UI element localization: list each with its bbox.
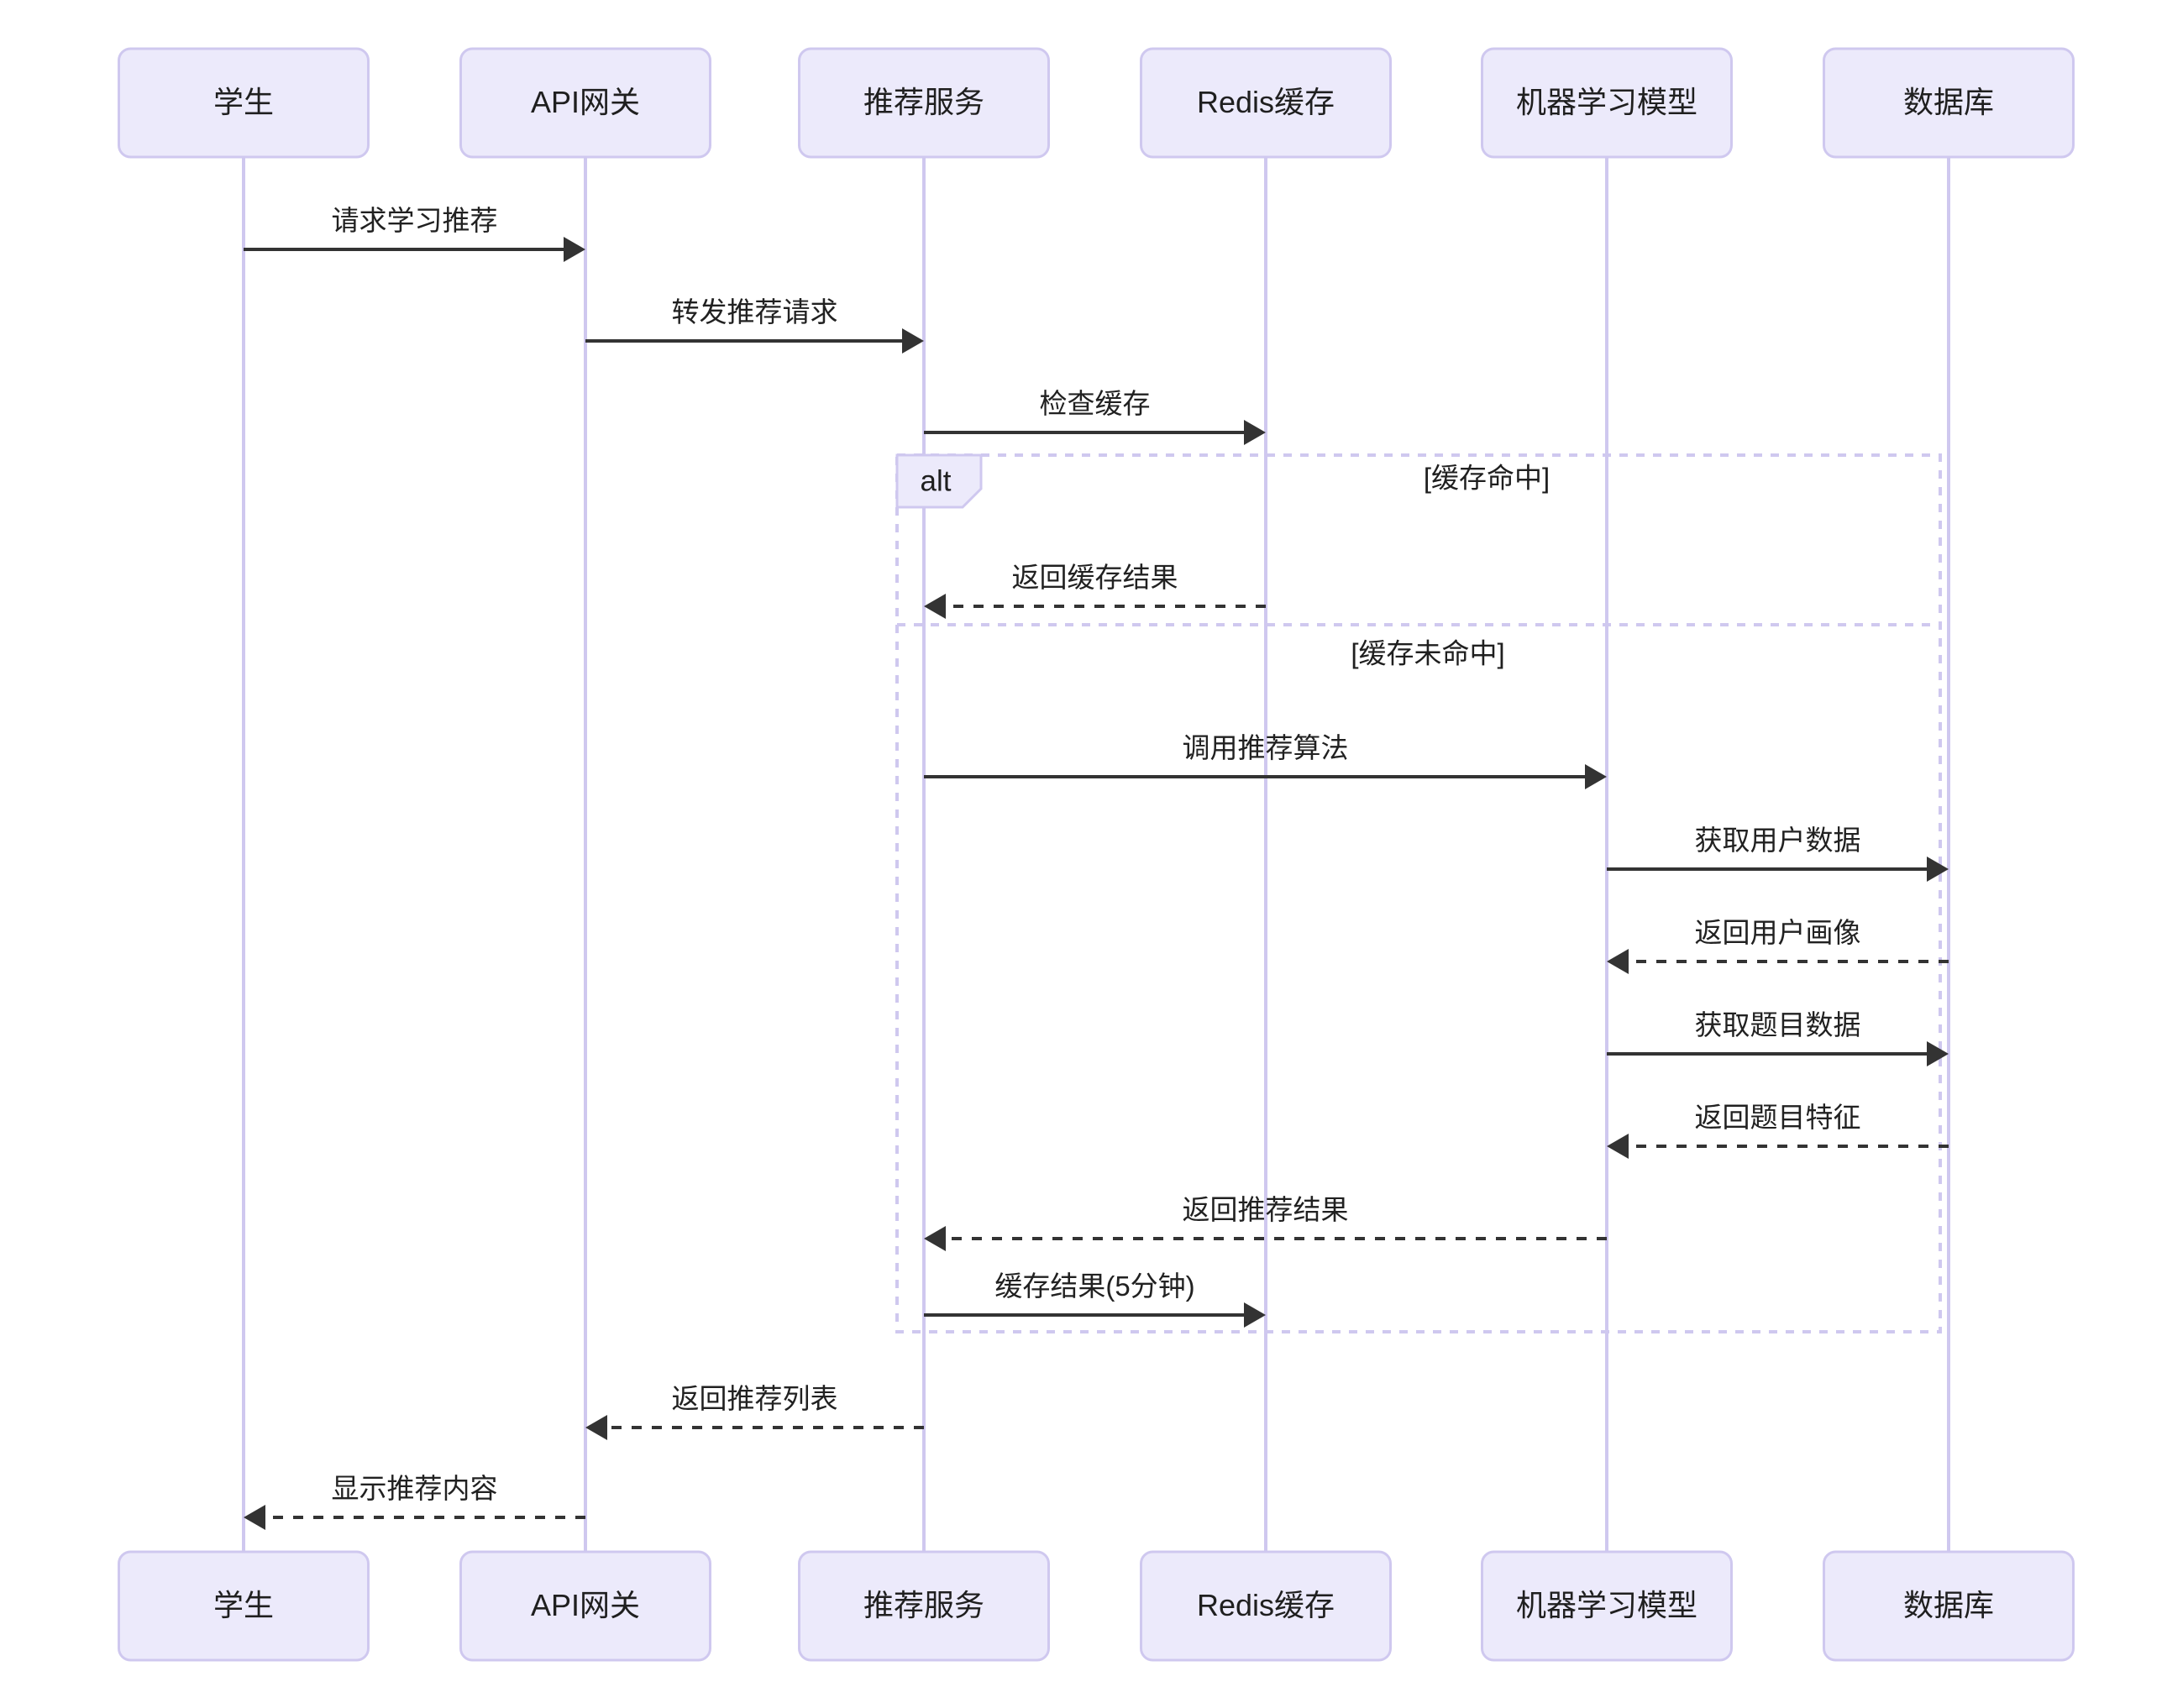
participant-box-shape bbox=[1481, 1550, 1733, 1662]
participant-box-shape bbox=[459, 1550, 711, 1662]
message-arrowhead bbox=[1927, 1041, 1949, 1066]
message-7[interactable]: 返回用户画像 bbox=[1607, 917, 1949, 974]
participant-recsvc-top[interactable]: 推荐服务 bbox=[798, 47, 1050, 159]
participant-box-shape bbox=[459, 47, 711, 159]
lifelines-layer bbox=[242, 157, 1950, 1552]
participant-label-redis: Redis缓存 bbox=[1197, 85, 1335, 119]
participant-gateway-bottom[interactable]: API网关 bbox=[459, 1550, 711, 1662]
alt-condition-label-1: [缓存未命中] bbox=[1351, 638, 1504, 669]
message-9[interactable]: 返回题目特征 bbox=[1607, 1102, 1949, 1159]
participant-label-recsvc: 推荐服务 bbox=[863, 85, 984, 119]
alt-fragment-border bbox=[895, 453, 1942, 1333]
message-arrowhead bbox=[564, 237, 585, 262]
message-label-4: 返回缓存结果 bbox=[1012, 562, 1178, 593]
participant-box-shape bbox=[1823, 1550, 2075, 1662]
message-arrowhead bbox=[244, 1505, 265, 1530]
participant-label-gateway: API网关 bbox=[531, 1588, 640, 1622]
message-label-9: 返回题目特征 bbox=[1695, 1102, 1861, 1133]
participant-label-mlmodel: 机器学习模型 bbox=[1516, 85, 1697, 119]
message-arrowhead bbox=[1607, 949, 1629, 974]
participants-top-layer: 学生 API网关 推荐服务 Redis缓存 机器学习模型 数据库 bbox=[118, 47, 2075, 159]
alt-condition-label-0: [缓存命中] bbox=[1424, 463, 1550, 494]
message-arrowhead bbox=[1244, 420, 1266, 445]
message-1[interactable]: 请求学习推荐 bbox=[244, 205, 585, 262]
participants-bottom-layer: 学生 API网关 推荐服务 Redis缓存 机器学习模型 数据库 bbox=[118, 1550, 2075, 1662]
message-2[interactable]: 转发推荐请求 bbox=[585, 296, 924, 354]
participant-label-gateway: API网关 bbox=[531, 85, 640, 119]
message-label-2: 转发推荐请求 bbox=[672, 296, 838, 327]
message-arrowhead bbox=[1585, 764, 1607, 789]
participant-label-database: 数据库 bbox=[1903, 85, 1994, 119]
message-arrowhead bbox=[1927, 857, 1949, 882]
message-label-7: 返回用户画像 bbox=[1695, 917, 1861, 948]
alt-keyword-label: alt bbox=[921, 464, 952, 497]
participant-box-shape bbox=[1140, 47, 1392, 159]
message-label-6: 获取用户数据 bbox=[1695, 825, 1861, 856]
participant-box-shape bbox=[798, 47, 1050, 159]
participant-box-shape bbox=[1140, 1550, 1392, 1662]
message-10[interactable]: 返回推荐结果 bbox=[924, 1194, 1607, 1251]
participant-box-shape bbox=[798, 1550, 1050, 1662]
message-12[interactable]: 返回推荐列表 bbox=[585, 1383, 924, 1440]
participant-student-top[interactable]: 学生 bbox=[118, 47, 370, 159]
alt-fragment-layer: [缓存命中] [缓存未命中] alt bbox=[895, 453, 1942, 1333]
participant-box-shape bbox=[118, 47, 370, 159]
participant-label-redis: Redis缓存 bbox=[1197, 1588, 1335, 1622]
participant-label-student: 学生 bbox=[213, 85, 274, 119]
message-5[interactable]: 调用推荐算法 bbox=[924, 732, 1607, 789]
message-label-10: 返回推荐结果 bbox=[1183, 1194, 1349, 1225]
message-label-1: 请求学习推荐 bbox=[332, 205, 498, 236]
message-arrowhead bbox=[924, 594, 946, 619]
message-label-13: 显示推荐内容 bbox=[332, 1473, 498, 1504]
messages-layer: 请求学习推荐转发推荐请求检查缓存返回缓存结果调用推荐算法获取用户数据返回用户画像… bbox=[244, 205, 1949, 1530]
message-arrowhead bbox=[1607, 1134, 1629, 1159]
message-label-11: 缓存结果(5分钟) bbox=[994, 1271, 1194, 1302]
participant-box-shape bbox=[1481, 47, 1733, 159]
alt-fragment: [缓存命中] [缓存未命中] alt bbox=[895, 453, 1942, 1333]
participant-redis-bottom[interactable]: Redis缓存 bbox=[1140, 1550, 1392, 1662]
participant-label-student: 学生 bbox=[213, 1588, 274, 1622]
participant-box-shape bbox=[118, 1550, 370, 1662]
participant-mlmodel-bottom[interactable]: 机器学习模型 bbox=[1481, 1550, 1733, 1662]
message-label-8: 获取题目数据 bbox=[1695, 1009, 1861, 1040]
alt-keyword-tab bbox=[895, 453, 983, 509]
participant-gateway-top[interactable]: API网关 bbox=[459, 47, 711, 159]
message-11[interactable]: 缓存结果(5分钟) bbox=[924, 1271, 1266, 1328]
participant-redis-top[interactable]: Redis缓存 bbox=[1140, 47, 1392, 159]
participant-label-recsvc: 推荐服务 bbox=[863, 1588, 984, 1622]
participant-database-bottom[interactable]: 数据库 bbox=[1823, 1550, 2075, 1662]
message-label-5: 调用推荐算法 bbox=[1183, 732, 1349, 763]
message-6[interactable]: 获取用户数据 bbox=[1607, 825, 1949, 882]
participant-box-shape bbox=[1823, 47, 2075, 159]
participant-student-bottom[interactable]: 学生 bbox=[118, 1550, 370, 1662]
message-13[interactable]: 显示推荐内容 bbox=[244, 1473, 585, 1530]
message-4[interactable]: 返回缓存结果 bbox=[924, 562, 1266, 619]
message-label-12: 返回推荐列表 bbox=[672, 1383, 838, 1414]
participant-label-database: 数据库 bbox=[1903, 1588, 1994, 1622]
message-3[interactable]: 检查缓存 bbox=[924, 388, 1266, 445]
message-8[interactable]: 获取题目数据 bbox=[1607, 1009, 1949, 1066]
participant-label-mlmodel: 机器学习模型 bbox=[1516, 1588, 1697, 1622]
participant-recsvc-bottom[interactable]: 推荐服务 bbox=[798, 1550, 1050, 1662]
message-label-3: 检查缓存 bbox=[1040, 388, 1151, 419]
message-arrowhead bbox=[902, 328, 924, 354]
participant-database-top[interactable]: 数据库 bbox=[1823, 47, 2075, 159]
message-arrowhead bbox=[585, 1415, 607, 1440]
participant-mlmodel-top[interactable]: 机器学习模型 bbox=[1481, 47, 1733, 159]
message-arrowhead bbox=[1244, 1302, 1266, 1328]
message-arrowhead bbox=[924, 1226, 946, 1251]
